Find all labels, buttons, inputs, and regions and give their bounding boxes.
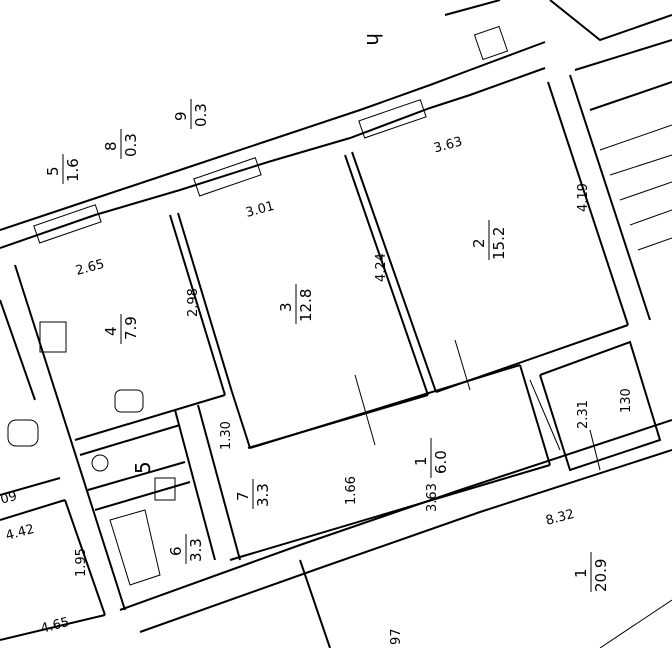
wall-left-far bbox=[0, 299, 36, 401]
svg-text:0.3: 0.3 bbox=[192, 103, 210, 127]
room-3-label: 3 12.8 bbox=[277, 284, 315, 324]
room-5-label: 5 1.6 bbox=[44, 154, 82, 184]
svg-text:1: 1 bbox=[572, 568, 590, 578]
room-2-label: 2 15.2 bbox=[470, 220, 508, 260]
outer-walls bbox=[0, 41, 672, 633]
window-3 bbox=[358, 99, 427, 139]
bathtub-fixture bbox=[109, 509, 161, 586]
wall-room4-bottom bbox=[74, 394, 226, 441]
svg-text:7: 7 bbox=[234, 491, 252, 501]
svg-text:4: 4 bbox=[102, 326, 120, 336]
wall-room3-room2 bbox=[344, 154, 429, 396]
svg-text:3.3: 3.3 bbox=[187, 538, 205, 562]
svg-text:12.8: 12.8 bbox=[297, 289, 315, 322]
room-8-label: 8 0.3 bbox=[102, 129, 140, 159]
toilet-fixture bbox=[91, 454, 109, 472]
dim-363: 3.63 bbox=[432, 134, 464, 156]
corridor-length: 3.63 bbox=[425, 483, 440, 512]
dim-419: 4.19 bbox=[576, 183, 591, 212]
svg-text:2: 2 bbox=[470, 238, 488, 248]
dim-301: 3.01 bbox=[244, 199, 276, 221]
svg-text:5: 5 bbox=[44, 166, 62, 176]
dim-424: 4.24 bbox=[374, 253, 389, 282]
room-5-short: 5 bbox=[131, 461, 155, 474]
wall-room2-right bbox=[547, 81, 629, 326]
wall-top-outer bbox=[0, 41, 546, 231]
svg-text:3: 3 bbox=[277, 302, 295, 312]
svg-text:1: 1 bbox=[412, 456, 430, 466]
sink-fixture-left bbox=[7, 419, 39, 447]
svg-text:8: 8 bbox=[102, 141, 120, 151]
window-2 bbox=[193, 157, 262, 197]
windows bbox=[33, 99, 427, 244]
dim-195: 1.95 bbox=[74, 548, 89, 577]
svg-text:7.9: 7.9 bbox=[122, 316, 140, 340]
dim-231: 2.31 bbox=[576, 400, 591, 429]
svg-text:15.2: 15.2 bbox=[490, 227, 508, 260]
svg-text:1.6: 1.6 bbox=[64, 158, 82, 182]
dim-130: 130 bbox=[619, 388, 634, 413]
sink-fixture bbox=[114, 389, 144, 413]
dim-97: 97 bbox=[389, 628, 404, 645]
window-1 bbox=[33, 204, 102, 244]
svg-text:6: 6 bbox=[167, 546, 185, 556]
svg-text:6.0: 6.0 bbox=[432, 450, 450, 474]
corridor-mark: h bbox=[362, 33, 386, 46]
svg-text:0.3: 0.3 bbox=[122, 133, 140, 157]
dim-130-left: 1.30 bbox=[219, 421, 234, 450]
dim-09: 09 bbox=[0, 489, 19, 508]
column-square bbox=[473, 25, 509, 61]
room-9-label: 9 0.3 bbox=[172, 99, 210, 129]
wall-left bbox=[14, 264, 126, 611]
wall-side-room bbox=[539, 340, 662, 472]
dim-265: 2.65 bbox=[74, 257, 106, 279]
dim-832: 8.32 bbox=[544, 507, 576, 529]
wall-corridor-bottom bbox=[229, 464, 551, 561]
svg-text:3.3: 3.3 bbox=[254, 483, 272, 507]
room-7-label: 7 3.3 bbox=[234, 479, 272, 509]
labels: h 3.63 3.01 2.65 2.98 4.24 4.19 2.31 130… bbox=[0, 33, 634, 645]
wall-bottom-inner bbox=[139, 449, 672, 633]
svg-text:9: 9 bbox=[172, 111, 190, 121]
room-6-label: 6 3.3 bbox=[167, 534, 205, 564]
dim-442: 4.42 bbox=[4, 522, 36, 544]
dim-298: 2.98 bbox=[186, 288, 201, 317]
room-1-lower-label: 1 20.9 bbox=[572, 552, 610, 592]
dim-166: 1.66 bbox=[344, 476, 359, 505]
vent-block bbox=[39, 321, 67, 353]
fixtures bbox=[7, 321, 176, 586]
wall-room4-right bbox=[169, 214, 226, 396]
wall-corridor-top bbox=[249, 364, 521, 449]
svg-text:20.9: 20.9 bbox=[592, 559, 610, 592]
room-1-label: 1 6.0 bbox=[412, 438, 450, 478]
wall-top-inner bbox=[0, 67, 546, 249]
room-4-label: 4 7.9 bbox=[102, 314, 140, 344]
dim-465: 4.65 bbox=[39, 615, 71, 637]
